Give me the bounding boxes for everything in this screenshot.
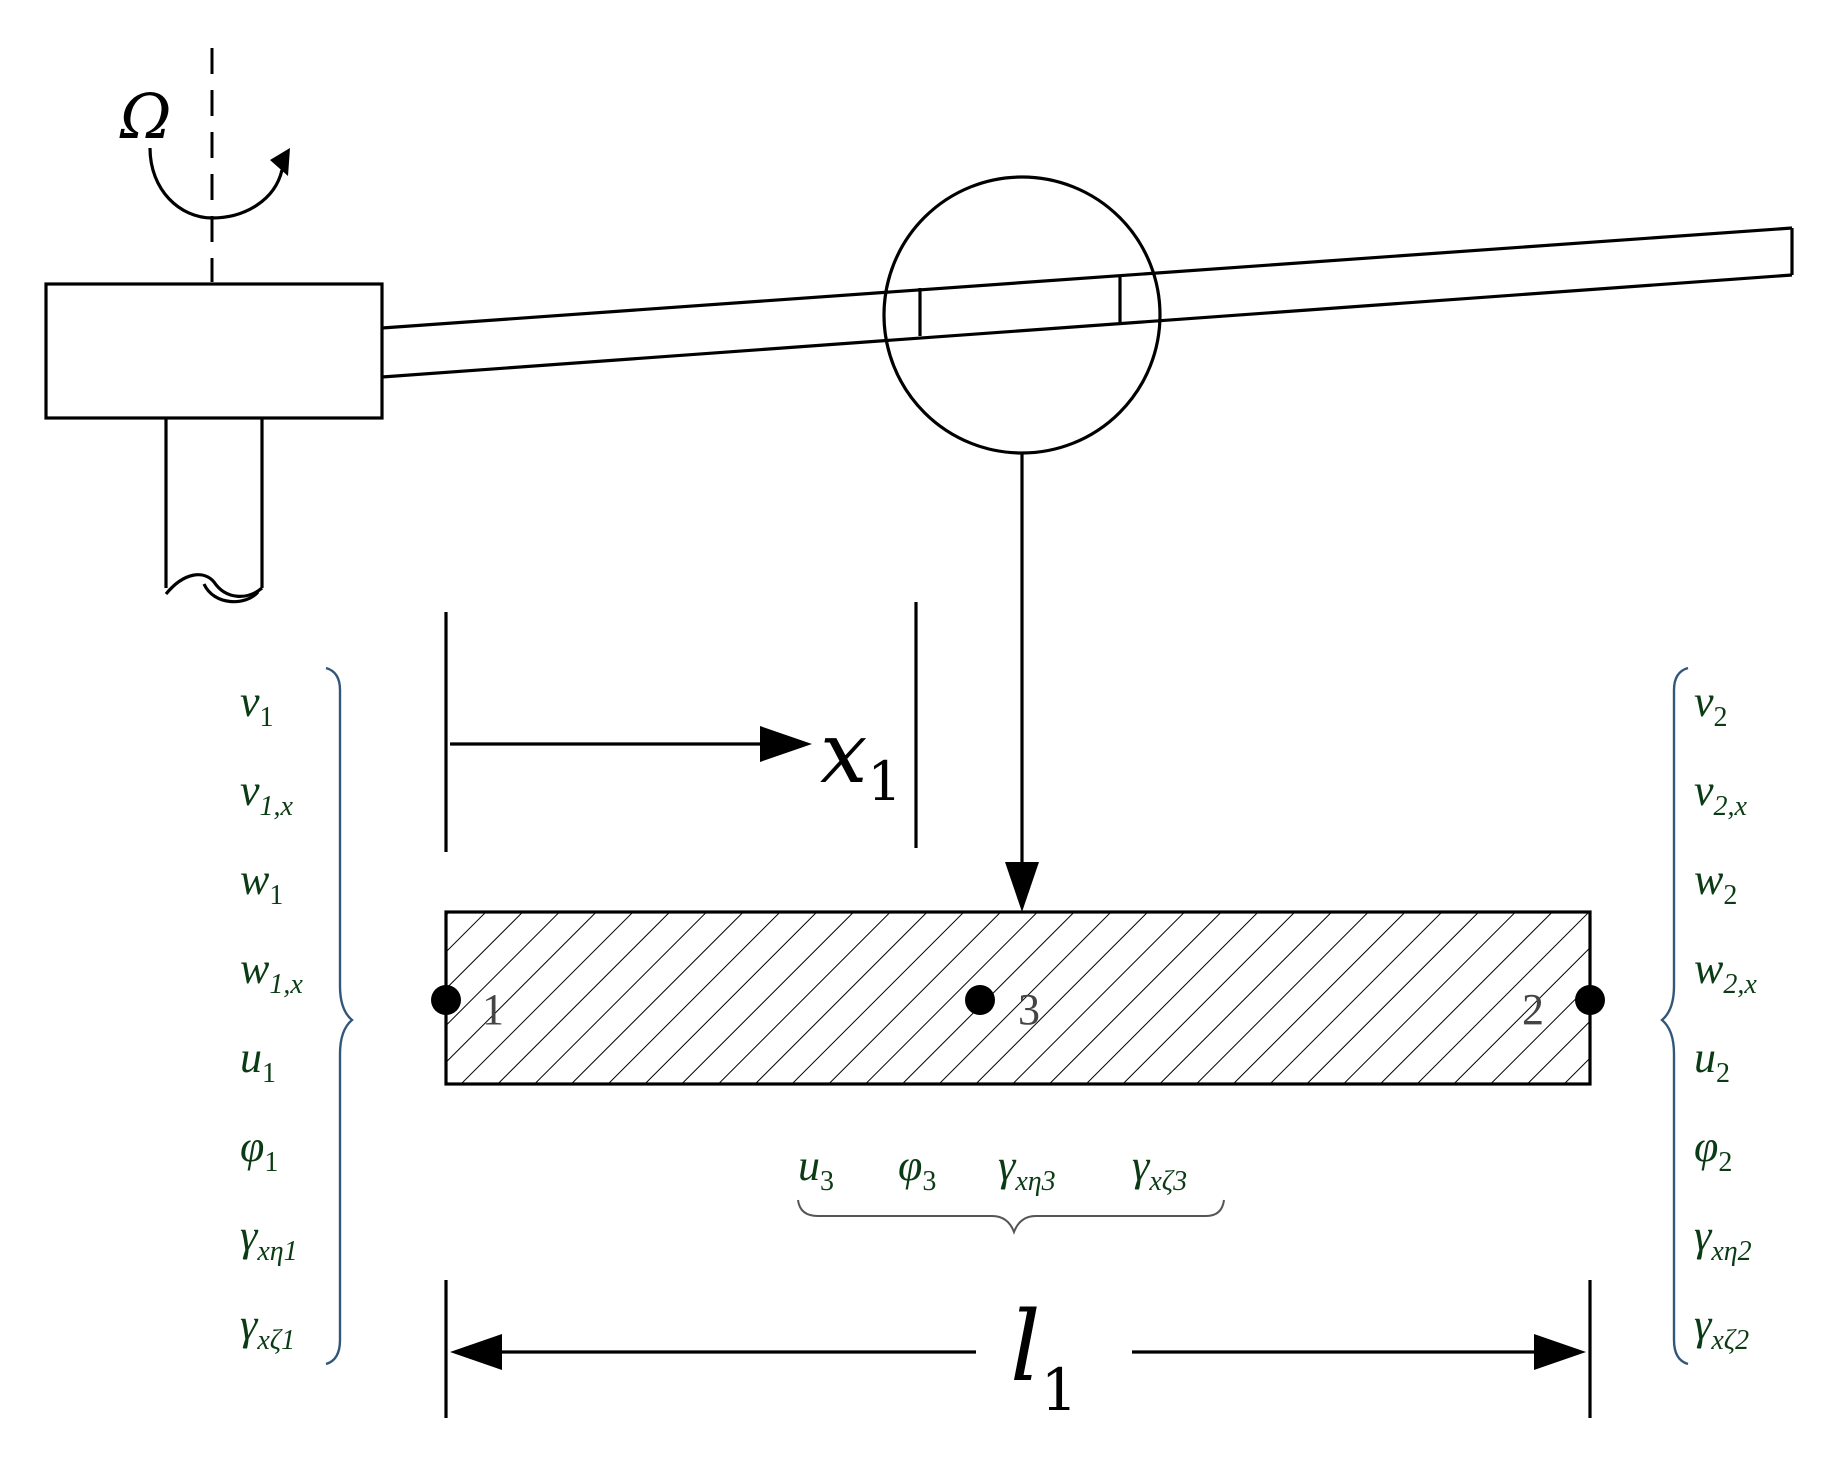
right-dof-list: v2 v2,x w2 w2,x u2 φ2 γxη2 γxζ2 [1694,677,1757,1356]
right-dof-2: v2,x [1694,766,1748,822]
length-arrowhead-right [1534,1334,1586,1370]
right-dof-8: γxζ2 [1694,1300,1749,1356]
blade-bottom-edge [381,273,1793,379]
left-dof-list: v1 v1,x w1 w1,x u1 φ1 γxη1 γxζ1 [240,677,303,1356]
node-1-dot [431,985,461,1015]
hub [44,282,384,420]
right-dof-4: w2,x [1694,944,1757,1000]
rotation-arrow [148,147,284,220]
node-3-dot [965,985,995,1015]
node-2-label: 2 [1522,985,1544,1034]
left-dof-2: v1,x [240,766,294,822]
beam-element-hatch [446,912,1590,1084]
middle-dof-4: γxζ3 [1132,1141,1187,1197]
left-dof-brace [325,666,354,1366]
right-dof-1: v2 [1694,677,1728,733]
node-1-label: 1 [482,985,504,1034]
length-arrowhead-left [450,1334,502,1370]
shaft-cut [164,573,264,598]
middle-dof-list: u3 φ3 γxη3 γxζ3 [798,1141,1187,1197]
left-dof-1: v1 [240,677,274,733]
middle-dof-1: u3 [798,1141,834,1197]
x1-label: x1 [820,704,902,813]
shaft-cut-ellipse [202,583,260,604]
right-dof-5: u2 [1694,1033,1730,1089]
middle-dof-2: φ3 [898,1141,936,1197]
left-dof-6: φ1 [240,1122,278,1178]
middle-dof-3: γxη3 [998,1141,1056,1197]
left-dof-7: γxη1 [240,1211,298,1267]
zoom-arrowhead [1005,862,1039,912]
blade-top-edge [381,226,1793,330]
right-dof-7: γxη2 [1694,1211,1752,1267]
left-dof-4: w1,x [240,944,303,1000]
middle-dof-brace [797,1199,1225,1235]
x1-arrowhead [760,726,812,762]
length-label: l1 [1010,1291,1078,1424]
left-dof-5: u1 [240,1033,276,1089]
right-dof-6: φ2 [1694,1122,1732,1178]
rotation-label: Ω [119,80,171,153]
node-3-label: 3 [1018,985,1040,1034]
left-dof-8: γxζ1 [240,1300,295,1356]
right-dof-brace [1660,666,1689,1366]
rotation-arrowhead [270,148,290,176]
node-2-dot [1575,985,1605,1015]
right-dof-3: w2 [1694,855,1737,911]
left-dof-3: w1 [240,855,283,911]
